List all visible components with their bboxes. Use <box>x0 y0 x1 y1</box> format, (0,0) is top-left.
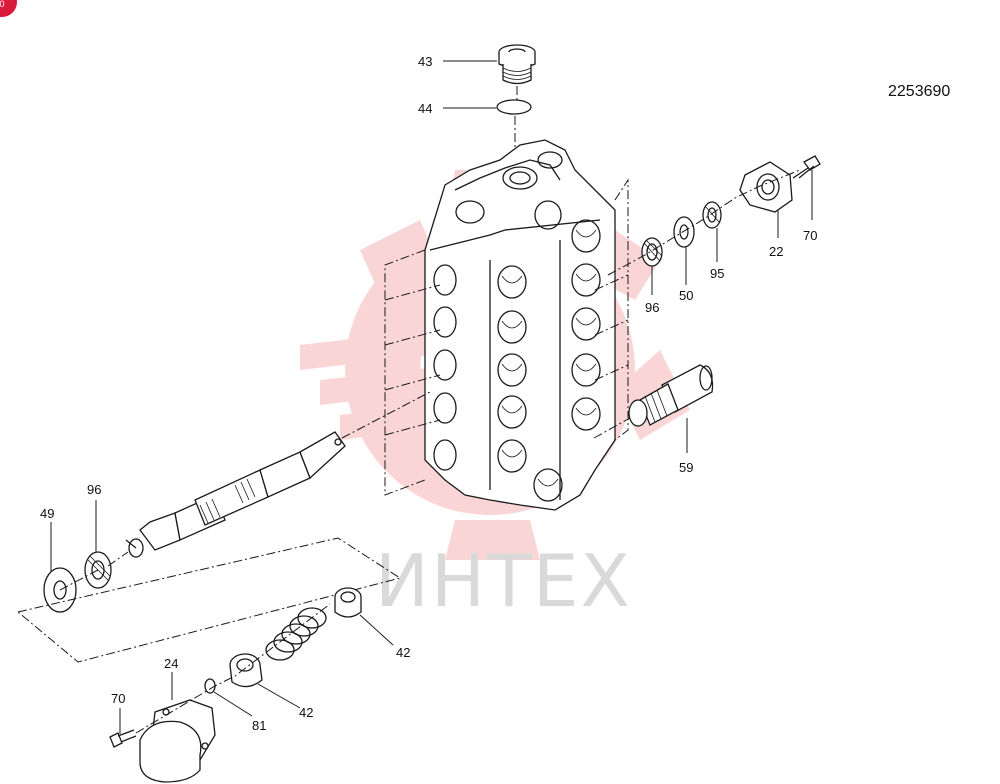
callout-43: 43 <box>418 54 432 69</box>
callout-95: 95 <box>710 266 724 281</box>
watermark-text: ИНТЕХ <box>375 539 632 623</box>
part-95-ring-icon <box>702 201 722 229</box>
part-70-top-bolt-icon <box>792 155 821 179</box>
callout-50: 50 <box>679 288 693 303</box>
callout-44: 44 <box>418 101 432 116</box>
callout-49: 49 <box>40 506 54 521</box>
part-24-cap-icon <box>139 699 216 783</box>
part-42-upper-spring-seat-icon <box>334 587 362 618</box>
callout-24: 24 <box>164 656 178 671</box>
part-44-o-ring-icon <box>496 99 532 115</box>
part-50-washer-icon <box>673 216 695 248</box>
part-96-right-seal-icon <box>641 237 663 267</box>
callout-96-right: 96 <box>645 300 659 315</box>
callout-42-upper: 42 <box>396 645 410 660</box>
part-43-plug-icon <box>498 44 536 85</box>
corner-badge: 0 <box>0 0 17 17</box>
spring-icon <box>265 607 327 661</box>
callout-81: 81 <box>252 718 266 733</box>
part-81-snap-ring-icon <box>204 678 216 694</box>
part-70-bottom-bolt-icon <box>109 729 137 748</box>
callout-59: 59 <box>679 460 693 475</box>
callout-22: 22 <box>769 244 783 259</box>
spool-icon <box>125 431 346 558</box>
callout-42-lower: 42 <box>299 705 313 720</box>
drawing-number: 2253690 <box>888 83 950 100</box>
callout-96-left: 96 <box>87 482 101 497</box>
part-59-cartridge-icon <box>628 364 714 427</box>
valve-body-housing-icon <box>384 139 629 511</box>
corner-badge-text: 0 <box>0 0 5 9</box>
callout-70-bottom: 70 <box>111 691 125 706</box>
part-22-flange-cover-icon <box>739 161 793 213</box>
callout-70-top: 70 <box>803 228 817 243</box>
part-42-lower-spring-seat-icon <box>229 653 263 688</box>
